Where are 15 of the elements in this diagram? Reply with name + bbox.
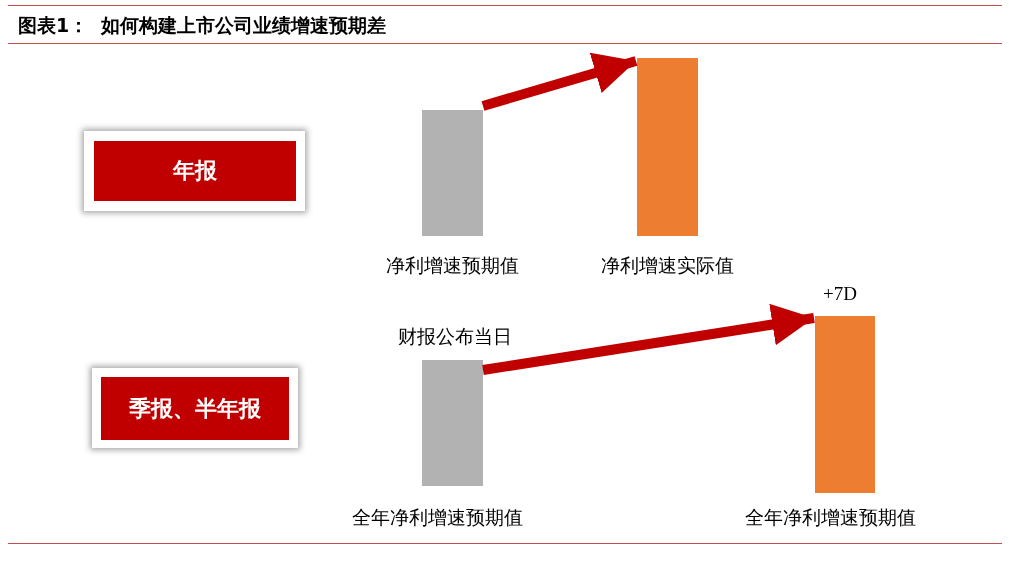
bar-label: 全年净利增速预期值 <box>744 506 916 530</box>
bar-label: +7D <box>823 283 857 305</box>
bar <box>422 110 483 236</box>
category-box: 年报 <box>94 141 296 201</box>
bar-label: 全年净利增速预期值 <box>351 506 523 530</box>
category-box: 季报、半年报 <box>101 377 289 440</box>
arrow <box>481 52 638 111</box>
bar <box>815 316 875 493</box>
bar <box>637 58 698 236</box>
title: 图表1： 如何构建上市公司业绩增速预期差 <box>18 13 387 38</box>
arrow <box>482 303 815 375</box>
bar-label: 净利增速实际值 <box>600 254 734 278</box>
bar-label: 财报公布当日 <box>398 325 512 349</box>
bar <box>422 360 483 486</box>
bar-label: 净利增速预期值 <box>385 254 519 278</box>
